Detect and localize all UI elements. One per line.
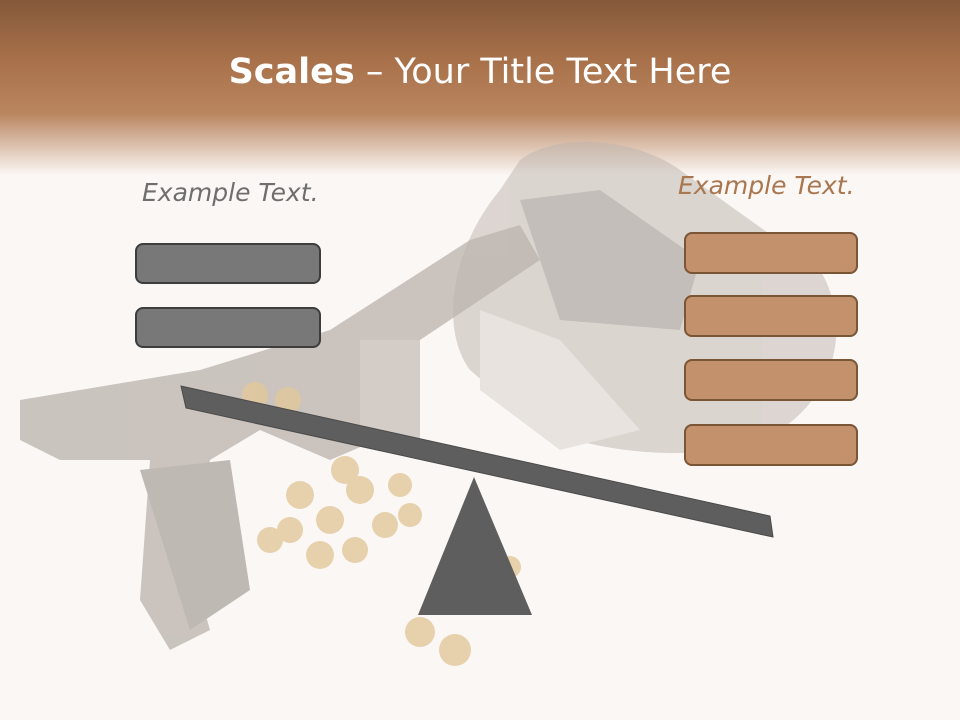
right-example-label: Example Text.: [678, 171, 855, 200]
right-item-box: [684, 424, 858, 466]
header-band: [0, 0, 960, 175]
left-example-label: Example Text.: [142, 178, 319, 207]
right-item-box: [684, 232, 858, 274]
slide-title: Scales – Your Title Text Here: [228, 52, 732, 92]
scale-beam: [180, 385, 774, 538]
left-item-box: [135, 307, 321, 348]
scale-fulcrum-triangle: [418, 477, 532, 615]
right-item-box: [684, 295, 858, 337]
right-item-box: [684, 359, 858, 401]
left-item-box: [135, 243, 321, 284]
